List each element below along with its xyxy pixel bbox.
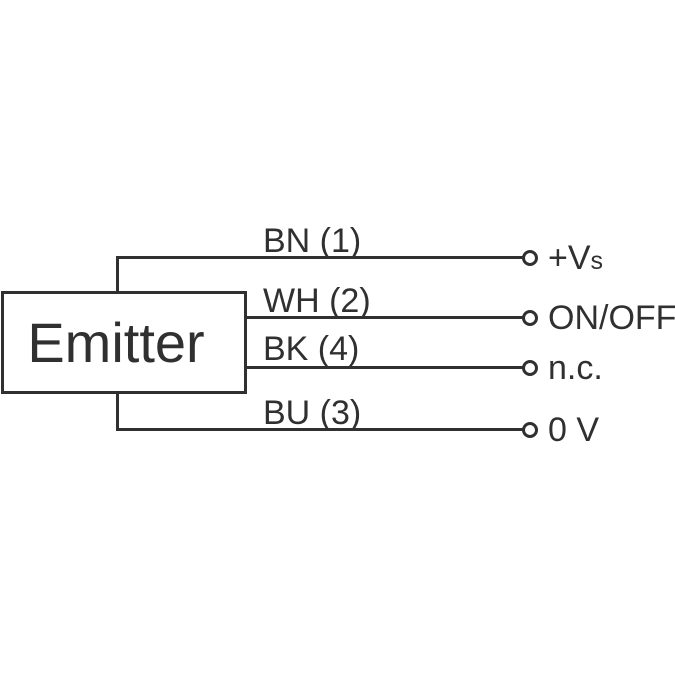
wire-bn-label: BN (1)	[263, 222, 362, 260]
terminal-onoff-text: ON/OFF	[548, 299, 675, 337]
terminal-label-nc: n.c.	[548, 350, 603, 389]
wire-bu-vertical-stub	[116, 392, 119, 431]
terminal-circle-0v	[522, 422, 538, 438]
wire-wh-line	[244, 316, 524, 319]
wire-bn-vertical-stub	[116, 256, 119, 294]
terminal-label-0v: 0 V	[548, 412, 599, 451]
wire-bu-label: BU (3)	[263, 394, 362, 432]
terminal-0v-text: 0 V	[548, 411, 600, 449]
terminal-circle-onoff	[522, 310, 538, 326]
wire-wh-label: WH (2)	[263, 282, 371, 320]
terminal-nc-text: n.c.	[548, 349, 603, 387]
terminal-label-vs: +Vs	[548, 240, 603, 279]
terminal-vs-text: +V	[548, 239, 591, 277]
emitter-box: Emitter	[1, 291, 247, 394]
wire-bn-line	[116, 256, 524, 259]
terminal-label-onoff: ON/OFF	[548, 300, 675, 339]
wire-bk-line	[244, 366, 524, 369]
wire-bk-label: BK (4)	[263, 330, 360, 368]
terminal-circle-vs	[522, 250, 538, 266]
emitter-label: Emitter	[27, 310, 205, 374]
terminal-circle-nc	[522, 360, 538, 376]
wire-bu-line	[116, 428, 524, 431]
terminal-vs-subscript: s	[590, 247, 604, 275]
